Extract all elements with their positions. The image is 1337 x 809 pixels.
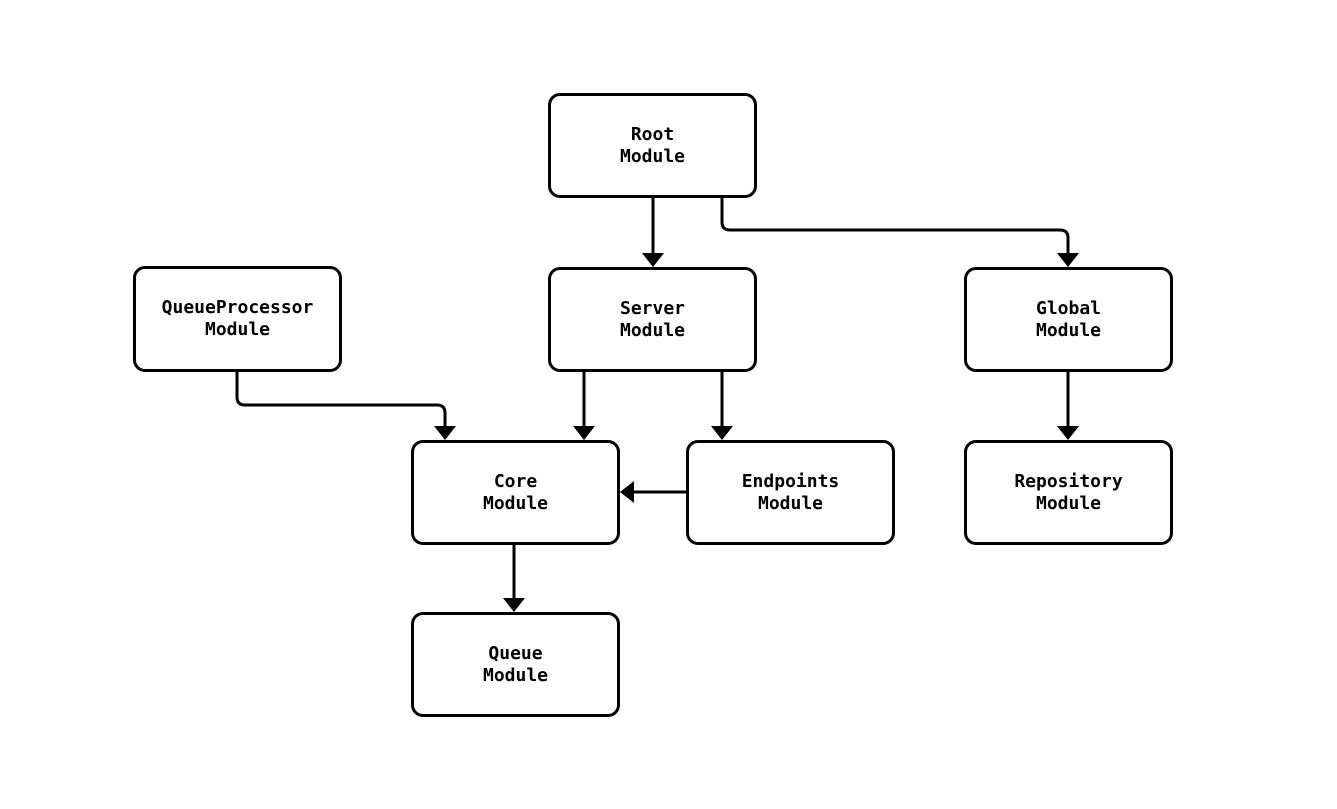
node-subtitle: Module [619,145,686,167]
node-title: Endpoints [741,470,840,492]
arrowhead-down-icon [1057,426,1079,440]
edge-server-to-endpoints [711,372,733,440]
edge-global-to-repository [1057,372,1079,440]
arrowhead-down-icon [503,598,525,612]
node-subtitle: Module [204,319,271,340]
edge-core-to-queue [503,545,525,612]
arrowhead-left-icon [620,481,634,503]
node-subtitle: Module [482,492,549,514]
edge-root-to-server [642,198,664,267]
node-subtitle: Module [1035,492,1102,514]
node-queue-module: Queue Module [411,612,620,717]
node-subtitle: Module [619,319,686,341]
node-queueprocessor-module: QueueProcessor Module [133,266,342,372]
arrowhead-down-icon [434,426,456,440]
node-title: Queue [488,642,543,664]
node-title: QueueProcessor [161,297,314,318]
node-subtitle: Module [482,664,549,686]
arrowhead-down-icon [642,253,664,267]
node-title: Root [630,123,675,145]
node-root-module: Root Module [548,93,757,198]
node-title: Global [1035,297,1102,319]
arrowhead-down-icon [1057,253,1079,267]
edge-endpoints-to-core [620,481,686,503]
edge-root-to-global [720,198,1079,267]
node-server-module: Server Module [548,267,757,372]
node-title: Server [619,297,686,319]
node-endpoints-module: Endpoints Module [686,440,895,545]
edge-queueprocessor-to-core [235,371,456,440]
node-subtitle: Module [1035,319,1102,341]
arrowhead-down-icon [711,426,733,440]
edge-server-to-core [573,372,595,440]
node-title: Repository [1014,470,1123,492]
node-core-module: Core Module [411,440,620,545]
node-subtitle: Module [757,492,824,514]
arrowhead-down-icon [573,426,595,440]
node-title: Core [493,470,538,492]
node-global-module: Global Module [964,267,1173,372]
node-repository-module: Repository Module [964,440,1173,545]
